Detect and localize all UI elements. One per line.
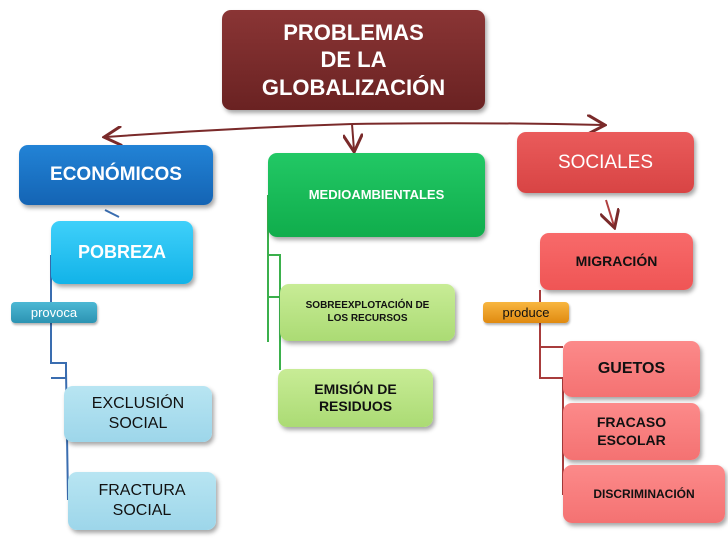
title-node: PROBLEMAS DE LA GLOBALIZACIÓN [222, 10, 485, 110]
guetos-node: GUETOS [563, 341, 700, 397]
economicos-node: ECONÓMICOS [19, 145, 213, 205]
arrow-to-medioambientales [352, 123, 354, 150]
provoca-link-label: provoca [11, 302, 97, 323]
medioambientales-node: MEDIOAMBIENTALES [268, 153, 485, 237]
arrow-to-economicos [106, 123, 353, 137]
fractura-social-node: FRACTURA SOCIAL [68, 472, 216, 530]
discriminacion-node: DISCRIMINACIÓN [563, 465, 725, 523]
sociales-node: SOCIALES [517, 132, 694, 193]
fracaso-escolar-node: FRACASO ESCOLAR [563, 403, 700, 460]
exclusion-social-node: EXCLUSIÓN SOCIAL [64, 386, 212, 442]
produce-link-label: produce [483, 302, 569, 323]
pobreza-node: POBREZA [51, 221, 193, 284]
arrow-to-pobreza [104, 209, 120, 218]
arrow-to-sociales [351, 123, 603, 125]
sobreexplotacion-node: SOBREEXPLOTACIÓN DE LOS RECURSOS [280, 284, 455, 341]
arrow-to-migracion [606, 199, 614, 226]
emision-residuos-node: EMISIÓN DE RESIDUOS [278, 369, 433, 427]
migracion-node: MIGRACIÓN [540, 233, 693, 290]
